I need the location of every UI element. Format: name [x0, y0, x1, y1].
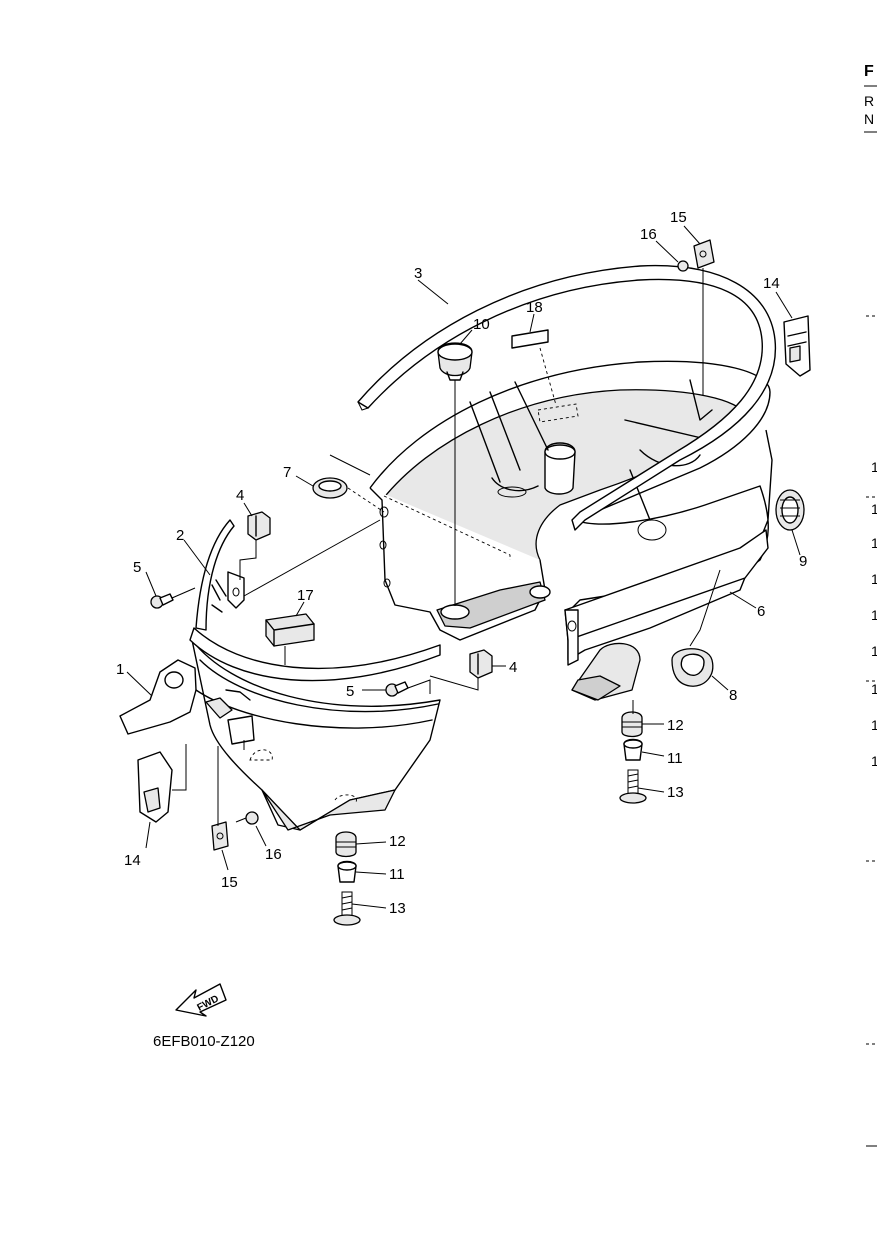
edge-row-mark: 1 — [871, 571, 877, 587]
grommet-square — [671, 648, 714, 687]
callout-4: 4 — [236, 487, 244, 504]
callout-16: 16 — [265, 846, 282, 863]
callout-3: 3 — [414, 265, 422, 282]
callout-11: 11 — [667, 750, 683, 767]
mount-stack-right — [619, 711, 647, 804]
edge-header-letter: F — [864, 63, 874, 80]
cap — [437, 342, 473, 381]
label-plate — [511, 329, 579, 423]
callout-numbers: 1 2 3 4 4 5 5 6 7 8 9 10 11 11 12 12 13 … — [116, 209, 807, 917]
callout-1: 1 — [116, 661, 124, 678]
callout-leaders — [126, 225, 801, 909]
callout-7: 7 — [283, 464, 291, 481]
callout-16: 16 — [640, 226, 657, 243]
bracket-arm — [227, 571, 245, 609]
right-edge-fragment: F R N 1 1 1 1 1 1 1 1 1 — [864, 63, 877, 1147]
fwd-arrow-icon: FWD — [175, 983, 227, 1017]
edge-row-mark: 1 — [871, 459, 877, 475]
clip-small — [211, 821, 229, 851]
edge-row-mark: 1 — [871, 753, 877, 769]
grommet-ring — [775, 489, 805, 531]
callout-6: 6 — [757, 603, 765, 620]
clip-lower — [469, 649, 493, 679]
edge-row-mark: 1 — [871, 501, 877, 517]
screw-small — [235, 811, 259, 825]
bottom-cowling-upper — [369, 360, 773, 661]
assembly-lines — [171, 268, 721, 826]
callout-12: 12 — [389, 833, 406, 850]
edge-row-mark: 1 — [871, 717, 877, 733]
screw — [150, 593, 174, 609]
callout-18: 18 — [526, 299, 543, 316]
clip-small — [693, 239, 715, 269]
edge-row-mark: 1 — [871, 535, 877, 551]
edge-row-mark: 1 — [871, 681, 877, 697]
callout-11: 11 — [389, 866, 405, 883]
seal-strip — [357, 264, 777, 531]
diagram-code: 6EFB010-Z120 — [153, 1033, 255, 1050]
pad — [265, 613, 315, 647]
latch-upper — [783, 315, 811, 377]
callout-13: 13 — [667, 784, 684, 801]
edge-header-letter: R — [864, 93, 874, 109]
edge-header-letter: N — [864, 111, 874, 127]
callout-9: 9 — [799, 553, 807, 570]
edge-row-mark: 1 — [871, 607, 877, 623]
screw-small — [677, 260, 689, 272]
callout-2: 2 — [176, 527, 184, 544]
callout-12: 12 — [667, 717, 684, 734]
side-plate-right — [564, 529, 769, 701]
callout-14: 14 — [763, 275, 780, 292]
clip-upper — [247, 511, 271, 541]
grommet-oval — [312, 477, 348, 499]
callout-17: 17 — [297, 587, 314, 604]
callout-10: 10 — [473, 316, 490, 333]
callout-13: 13 — [389, 900, 406, 917]
callout-8: 8 — [729, 687, 737, 704]
callout-5: 5 — [133, 559, 141, 576]
screw — [385, 681, 409, 697]
callout-4: 4 — [509, 659, 517, 676]
latch-lower — [137, 751, 173, 823]
callout-14: 14 — [124, 852, 141, 869]
callout-15: 15 — [670, 209, 687, 226]
bottom-cowling-lower — [119, 519, 441, 831]
callout-5: 5 — [346, 683, 354, 700]
mount-stack-lower — [333, 831, 361, 926]
callout-15: 15 — [221, 874, 238, 891]
edge-row-mark: 1 — [871, 643, 877, 659]
